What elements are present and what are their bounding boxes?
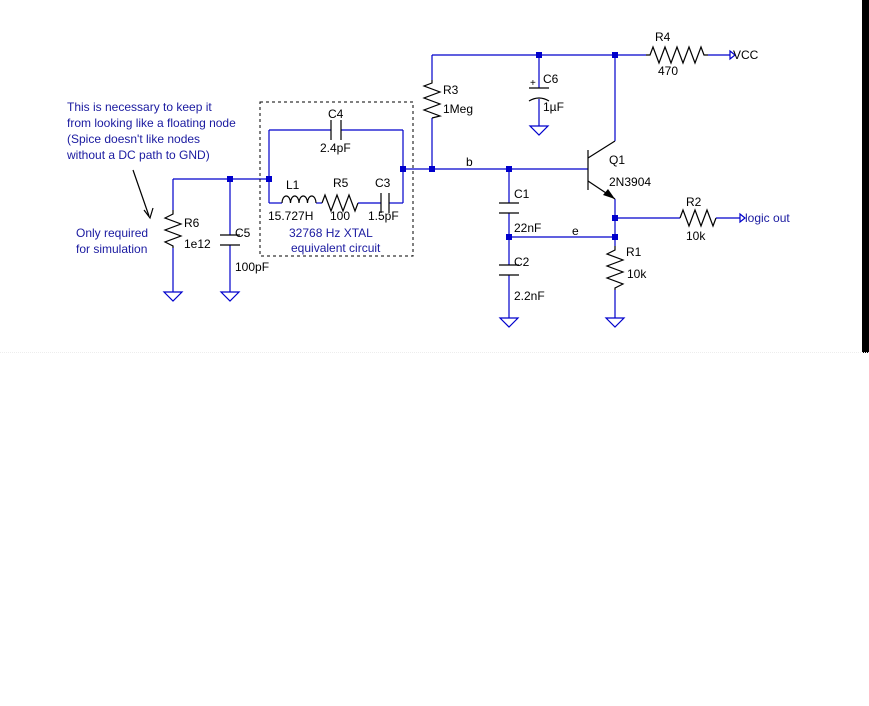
junction [400, 166, 406, 172]
label-c6-name: C6 [543, 72, 559, 86]
annotation-arrow [132, 169, 154, 220]
resistor-r5 [321, 193, 359, 213]
label-r1-value: 10k [627, 267, 647, 281]
canvas-separator [0, 352, 869, 353]
inductor-l1 [281, 195, 317, 204]
wires [172, 54, 740, 310]
label-xtal-line2: equivalent circuit [291, 241, 381, 255]
resistor-r1 [605, 246, 625, 290]
junction [612, 215, 618, 221]
label-c4-value: 2.4pF [320, 141, 351, 155]
label-r4-name: R4 [655, 30, 671, 44]
junction [612, 52, 618, 58]
junction [612, 234, 618, 240]
junction [266, 176, 272, 182]
label-r1-name: R1 [626, 245, 642, 259]
ground-symbol [220, 283, 240, 302]
junction [506, 166, 512, 172]
label-c5-value: 100pF [235, 260, 269, 274]
note-floating-line-2: from looking like a floating node [67, 116, 236, 130]
window-edge [862, 0, 869, 353]
label-c2-value: 2.2nF [514, 289, 545, 303]
label-c6-value: 1µF [543, 100, 564, 114]
label-c3-value: 1.5pF [368, 209, 399, 223]
label-c6-polarity: + [530, 78, 536, 89]
capacitor-c1 [499, 202, 519, 214]
label-r5-name: R5 [333, 176, 349, 190]
note-floating-line-1: This is necessary to keep it [67, 100, 212, 114]
label-c5-name: C5 [235, 226, 251, 240]
junction [506, 234, 512, 240]
ground-symbol [499, 309, 519, 328]
label-r2-name: R2 [686, 195, 702, 209]
resistor-r6 [163, 210, 183, 248]
capacitor-c3 [380, 193, 390, 213]
ground-symbol [605, 309, 625, 328]
logic-out-flag [739, 212, 746, 224]
label-r6-name: R6 [184, 216, 200, 230]
capacitor-c4 [330, 120, 342, 140]
label-logic-out: logic out [745, 211, 790, 225]
junctions [227, 52, 618, 240]
label-r2-value: 10k [686, 229, 706, 243]
label-c1-value: 22nF [514, 221, 541, 235]
junction [536, 52, 542, 58]
label-r3-name: R3 [443, 83, 459, 97]
capacitor-c2 [499, 264, 519, 276]
note-floating-line-3: (Spice doesn't like nodes [67, 132, 200, 146]
label-r6-value: 1e12 [184, 237, 211, 251]
transistor-q1 [587, 140, 616, 200]
note-floating-line-4: without a DC path to GND) [66, 148, 210, 162]
label-q1-name: Q1 [609, 153, 625, 167]
label-q1-value: 2N3904 [609, 175, 651, 189]
label-l1-value: 15.727H [268, 209, 313, 223]
junction [429, 166, 435, 172]
label-r3-value: 1Meg [443, 102, 473, 116]
resistor-r2 [679, 208, 717, 228]
ground-symbol [529, 117, 549, 136]
capacitor-c6 [528, 87, 550, 102]
vcc-flag [729, 49, 736, 61]
label-c3-name: C3 [375, 176, 391, 190]
label-c2-name: C2 [514, 255, 530, 269]
resistor-r4 [646, 45, 708, 65]
note-simulation-line-1: Only required [76, 226, 148, 240]
label-net-b: b [466, 155, 473, 169]
capacitor-c5 [220, 234, 240, 246]
label-r4-value: 470 [658, 64, 678, 78]
ground-symbol [163, 283, 183, 302]
label-r5-value: 100 [330, 209, 350, 223]
label-vcc: VCC [733, 48, 759, 62]
resistor-r3 [422, 80, 443, 119]
xtal-equivalent-box [259, 101, 414, 257]
junction [227, 176, 233, 182]
note-simulation-line-2: for simulation [76, 242, 147, 256]
labels: R4 470 VCC R3 1Meg + C6 1µF Q1 2N3904 b … [66, 30, 790, 303]
label-l1-name: L1 [286, 178, 300, 192]
label-c1-name: C1 [514, 187, 530, 201]
label-net-e: e [572, 224, 579, 238]
label-c4-name: C4 [328, 107, 344, 121]
label-xtal-line1: 32768 Hz XTAL [289, 226, 373, 240]
